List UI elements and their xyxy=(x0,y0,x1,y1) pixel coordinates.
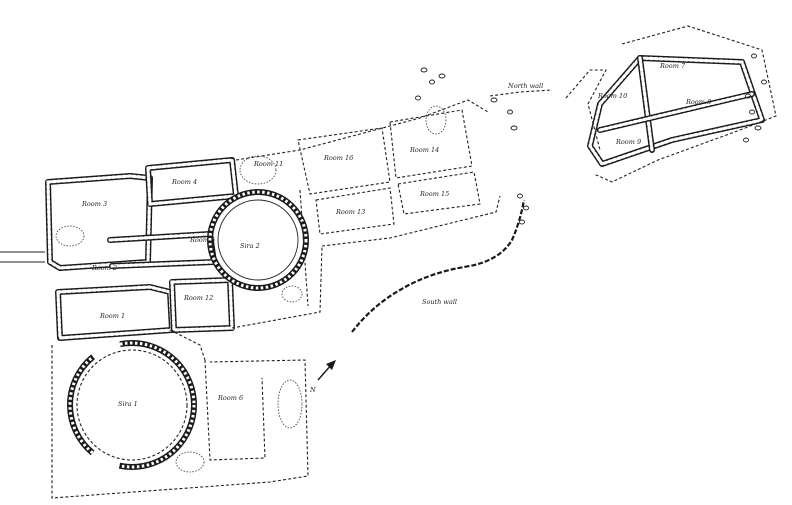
room-11-label: Room 11 xyxy=(253,160,283,168)
south-wall xyxy=(351,199,526,333)
room-16-label: Room 16 xyxy=(323,154,353,162)
room-9-label: Room 9 xyxy=(615,138,641,146)
south-wall-label: South wall xyxy=(422,298,457,306)
north-east-block xyxy=(489,25,777,183)
room-1-label: Room 1 xyxy=(99,312,125,320)
north-wall-label: North wall xyxy=(507,82,543,90)
room-3-label: Room 3 xyxy=(81,200,107,208)
room-15-label: Room 15 xyxy=(419,190,449,198)
room-6-label: Room 6 xyxy=(217,394,243,402)
labels: Room 3 Room 4 Room 5 Room 2 Room 1 Room … xyxy=(81,62,711,408)
room-7-label: Room 7 xyxy=(659,62,686,70)
room-12-label: Room 12 xyxy=(183,294,213,302)
rooms-11-16 xyxy=(297,109,481,235)
room-13-label: Room 13 xyxy=(335,208,365,216)
north-arrow: N xyxy=(309,360,336,394)
outer-enclosure xyxy=(51,99,501,499)
sira-2 xyxy=(207,189,309,291)
north-arrow-label: N xyxy=(309,386,316,394)
sira-1-label: Sira 1 xyxy=(118,400,138,408)
room-4-label: Room 4 xyxy=(171,178,197,186)
entrance-path xyxy=(0,251,45,263)
room-14-label: Room 14 xyxy=(409,146,439,154)
rubble-patches xyxy=(55,53,767,473)
room-8-label: Room 8 xyxy=(685,98,711,106)
room-10-label: Room 10 xyxy=(597,92,627,100)
sira-2-label: Sira 2 xyxy=(240,242,260,250)
room-5-label: Room 5 xyxy=(189,236,215,244)
room-2-label: Room 2 xyxy=(91,264,117,272)
west-block-walls xyxy=(45,157,239,341)
sira-1 xyxy=(67,340,197,470)
